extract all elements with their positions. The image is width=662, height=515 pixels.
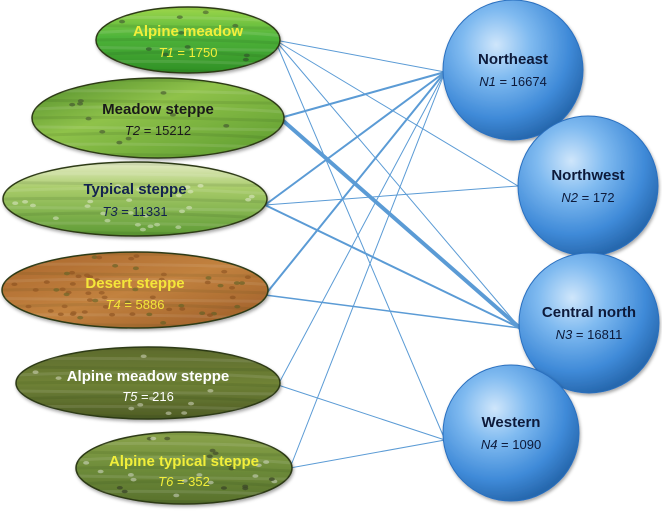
link-t4-n1 — [264, 71, 446, 296]
region-name-label: Northwest — [551, 167, 624, 184]
region-value-label: N2 = 172 — [561, 190, 614, 205]
link-t1-n1 — [274, 39, 446, 73]
type-name-label: Alpine meadow steppe — [67, 368, 230, 385]
region-value-label: N1 = 16674 — [479, 74, 547, 89]
type-photo-ellipse — [75, 431, 293, 505]
type-node-meadow-steppe: Meadow steppe T2 = 15212 — [31, 77, 285, 159]
region-name-label: Northeast — [478, 51, 548, 68]
type-node-alpine-meadow-steppe: Alpine meadow steppe T5 = 216 — [15, 346, 281, 420]
type-name-label: Typical steppe — [83, 181, 186, 198]
link-t5-n1 — [277, 71, 446, 386]
type-node-typical-steppe: Typical steppe T3 = 11331 — [2, 161, 268, 237]
type-node-desert-steppe: Desert steppe T4 = 5886 — [1, 251, 269, 329]
type-name-label: Alpine meadow — [133, 23, 243, 40]
link-lines — [264, 39, 522, 469]
region-node-northwest: Northwest N2 = 172 — [517, 115, 659, 257]
type-value-label: T5 = 216 — [122, 389, 174, 404]
link-t4-n3 — [264, 294, 521, 329]
type-photo-ellipse — [31, 77, 285, 159]
link-t1-n2 — [274, 39, 519, 187]
link-t2-n3 — [278, 116, 522, 330]
type-photo-ellipse — [15, 346, 281, 420]
region-name-label: Central north — [542, 304, 636, 321]
link-t1-n3 — [274, 39, 521, 329]
type-value-label: T6 = 352 — [158, 474, 210, 489]
region-name-label: Western — [482, 414, 541, 431]
region-node-northeast: Northeast N1 = 16674 — [442, 0, 584, 141]
type-name-label: Meadow steppe — [102, 101, 214, 118]
link-t3-n2 — [264, 185, 519, 206]
link-t6-n4 — [289, 439, 446, 469]
link-t2-n1 — [279, 71, 446, 119]
type-value-label: T3 = 11331 — [102, 204, 167, 219]
type-node-alpine-typical-steppe: Alpine typical steppe T6 = 352 — [75, 431, 293, 505]
link-t1-n4 — [274, 39, 446, 441]
link-t3-n3 — [264, 204, 521, 329]
region-value-label: N4 = 1090 — [481, 437, 541, 452]
type-value-label: T1 = 1750 — [159, 45, 218, 60]
region-circle — [518, 252, 660, 394]
region-circle — [442, 364, 580, 502]
link-t5-n4 — [277, 384, 446, 441]
type-value-label: T2 = 15212 — [125, 123, 191, 138]
link-t6-n1 — [289, 71, 446, 469]
region-circle — [442, 0, 584, 141]
region-node-western: Western N4 = 1090 — [442, 364, 580, 502]
region-node-central-north: Central north N3 = 16811 — [518, 252, 660, 394]
type-name-label: Alpine typical steppe — [109, 453, 259, 470]
region-value-label: N3 = 16811 — [556, 327, 623, 342]
type-name-label: Desert steppe — [85, 275, 184, 292]
type-photo-ellipse — [1, 251, 269, 329]
link-t3-n1 — [264, 71, 446, 206]
type-node-alpine-meadow: Alpine meadow T1 = 1750 — [95, 6, 281, 74]
region-circle — [517, 115, 659, 257]
type-photo-ellipse — [2, 161, 268, 237]
type-value-label: T4 = 5886 — [106, 297, 165, 312]
type-photo-ellipse — [95, 6, 281, 74]
